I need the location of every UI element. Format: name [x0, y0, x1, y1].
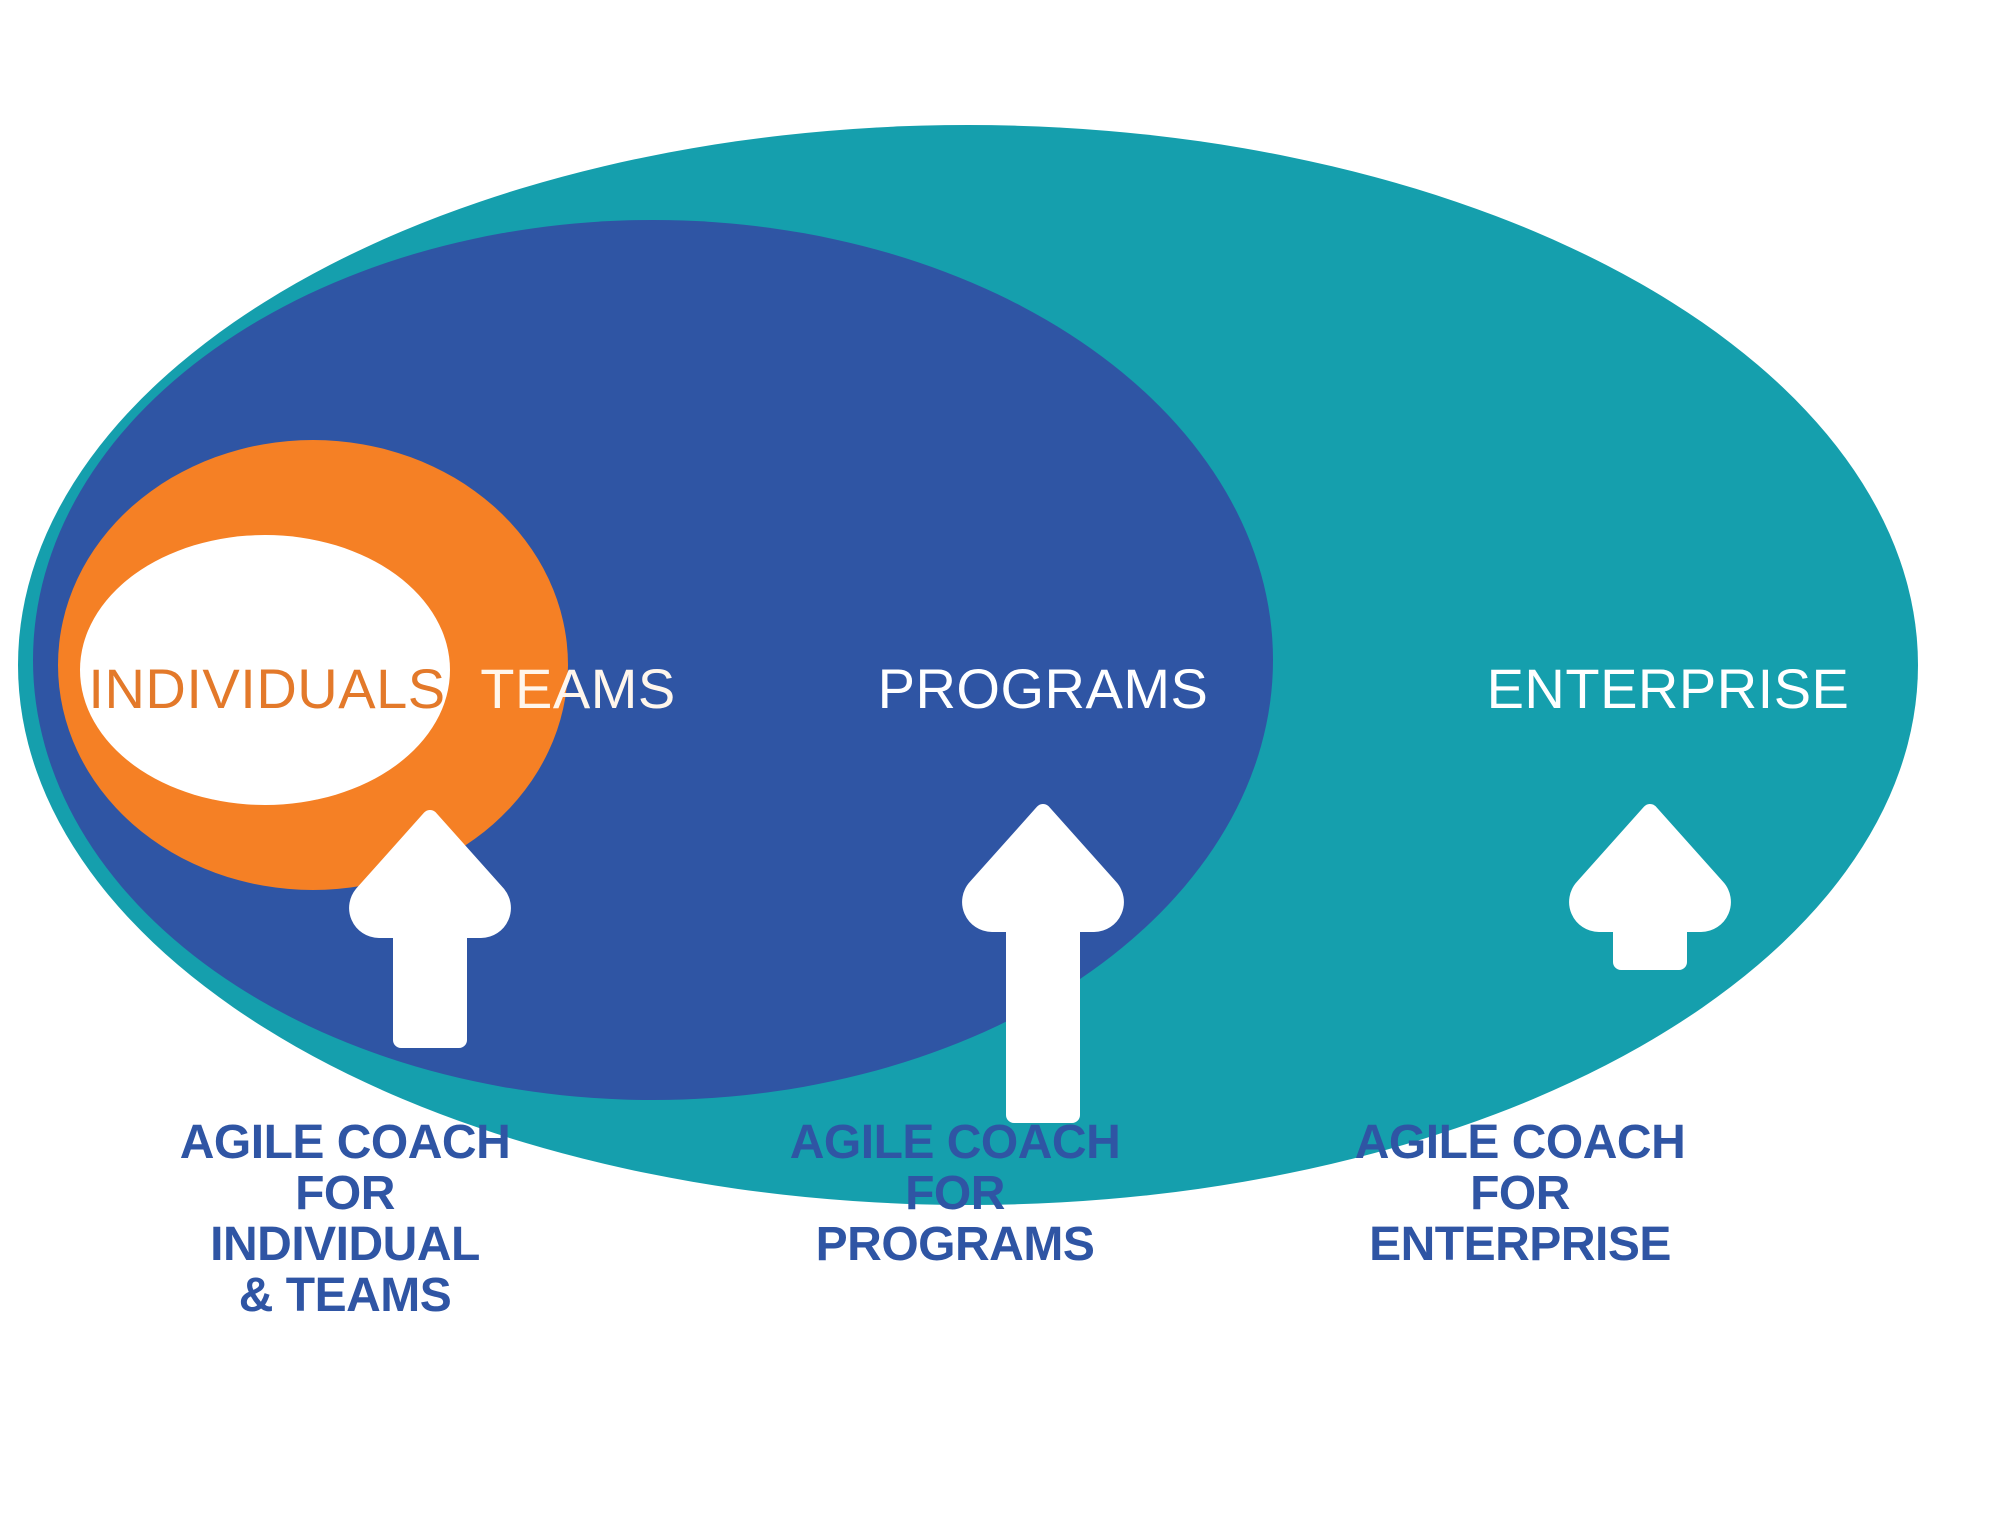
coach-label-enterprise: AGILE COACH FOR ENTERPRISE: [1354, 1116, 1686, 1271]
ring-label-individuals: INDIVIDUALS: [88, 657, 445, 720]
arrow-individuals-teams-shape: [349, 810, 511, 1048]
arrow-enterprise-shape: [1569, 804, 1731, 970]
ring-label-teams: TEAMS: [480, 657, 675, 720]
coach-label-programs: AGILE COACH FOR PROGRAMS: [789, 1116, 1121, 1271]
ring-label-programs: PROGRAMS: [878, 657, 1209, 720]
coach-label-individuals-teams: AGILE COACH FOR INDIVIDUAL & TEAMS: [179, 1116, 511, 1322]
arrow-programs-shape: [962, 804, 1124, 1123]
arrow-enterprise[interactable]: [1569, 804, 1731, 970]
ring-label-enterprise: ENTERPRISE: [1487, 657, 1850, 720]
individuals-ellipse[interactable]: [80, 535, 450, 805]
arrow-programs[interactable]: [962, 804, 1124, 1123]
arrow-individuals-teams[interactable]: [349, 810, 511, 1048]
